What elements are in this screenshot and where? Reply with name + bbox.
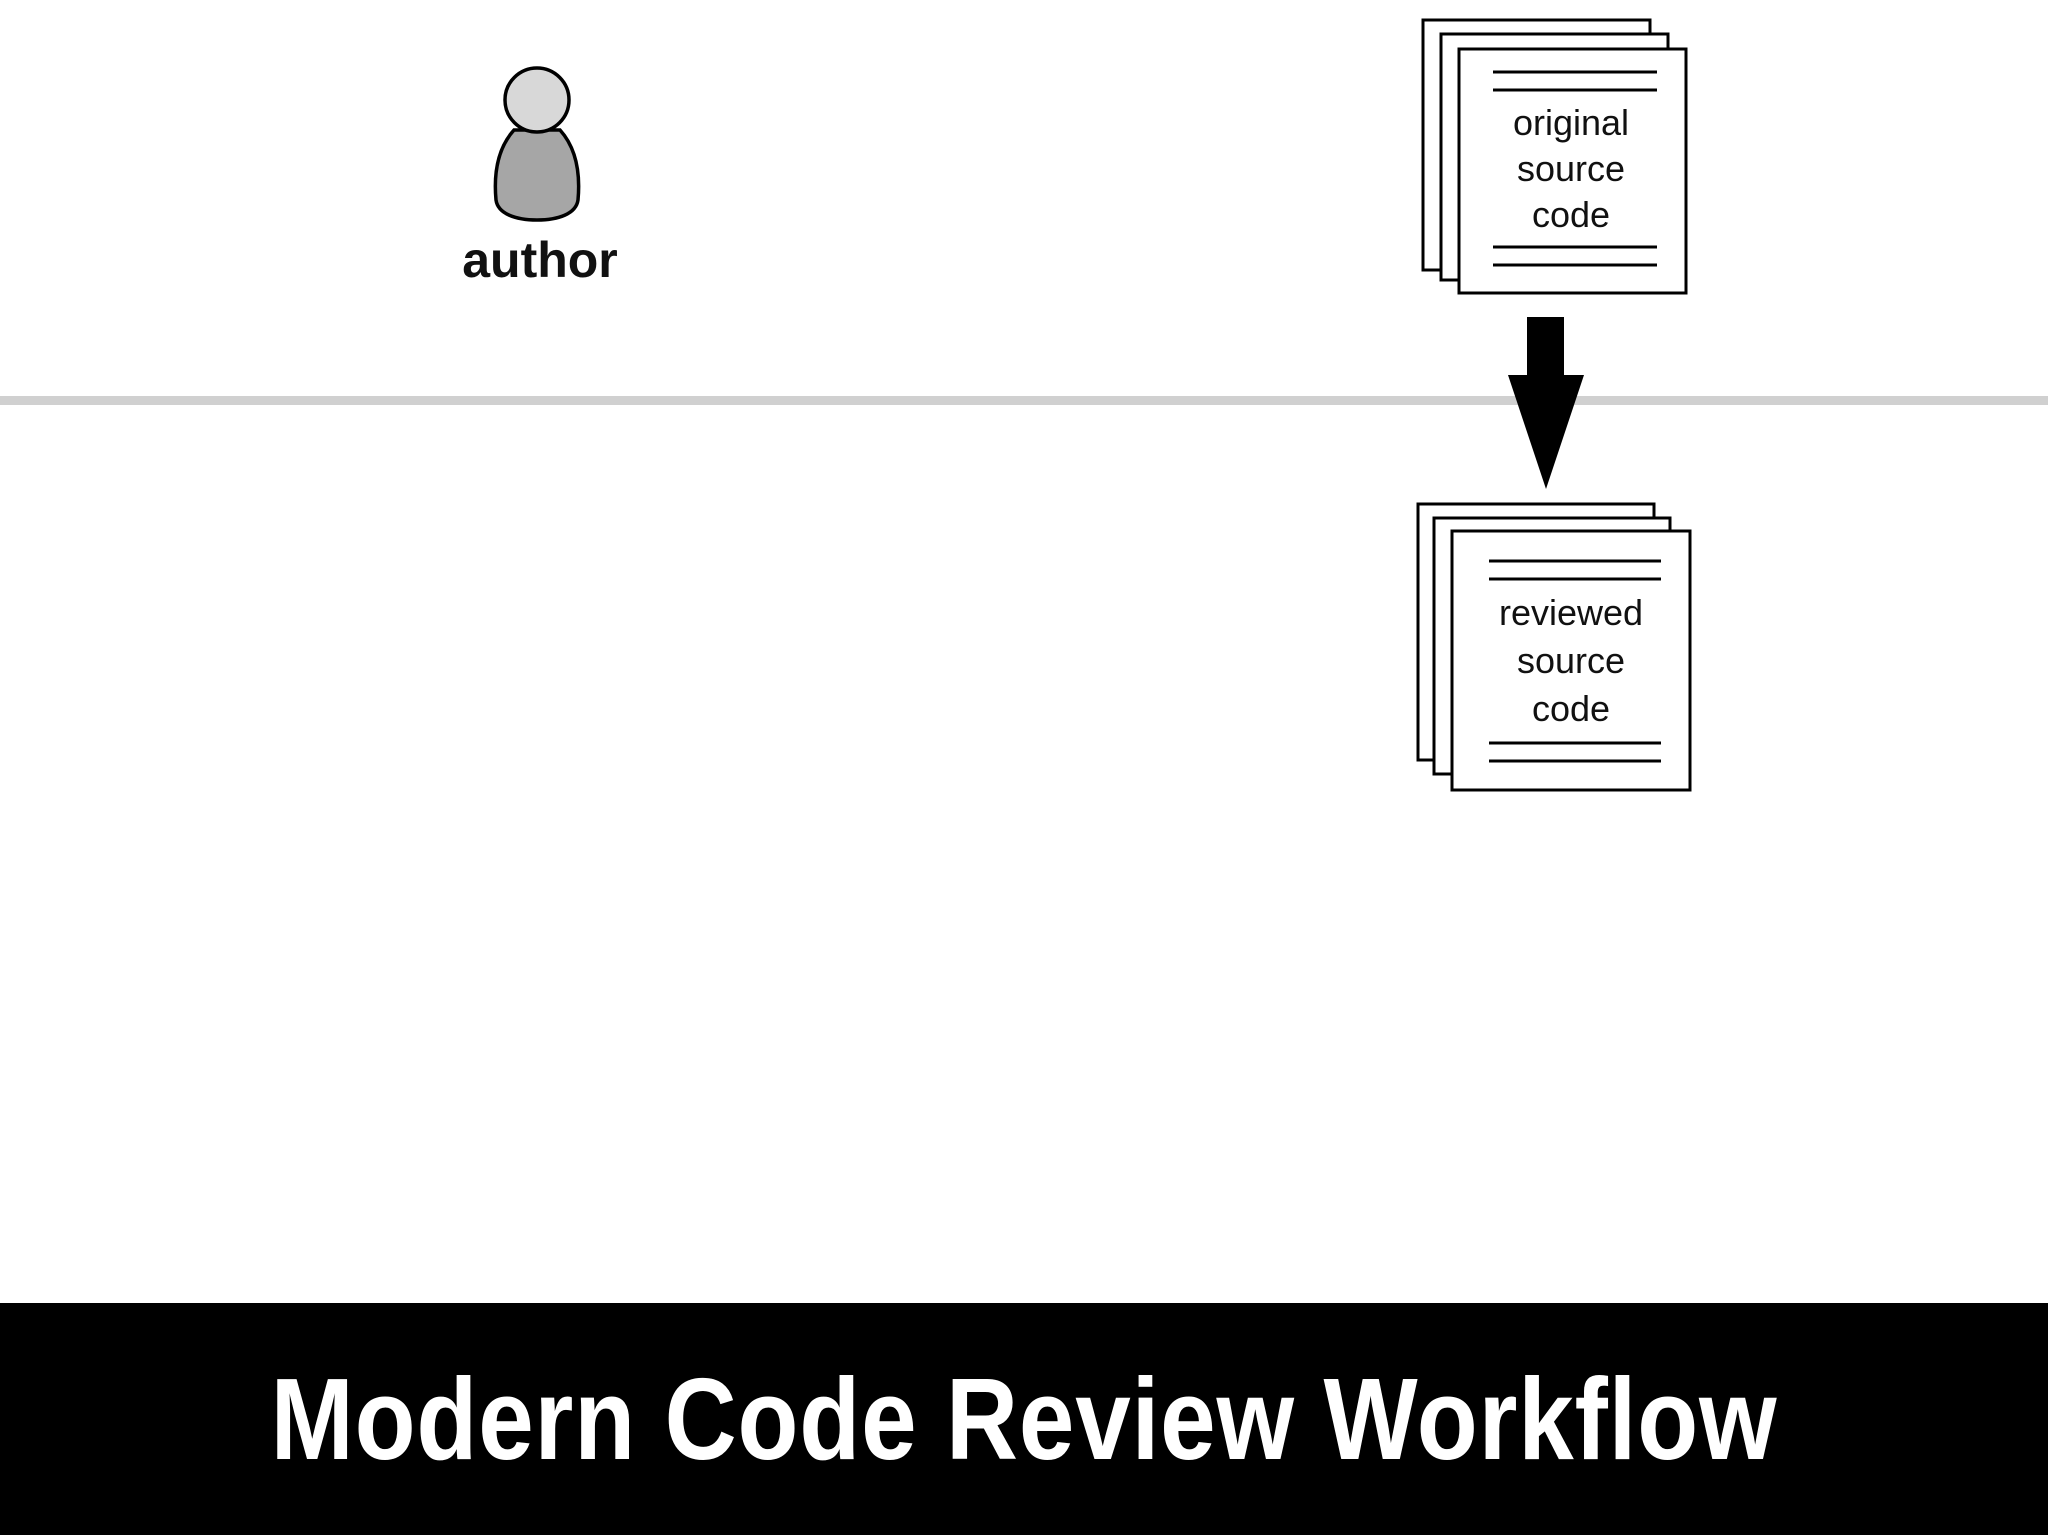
title-bar: Modern Code Review Workflow — [0, 1303, 2048, 1535]
lane-divider — [0, 396, 2048, 405]
person-icon — [493, 66, 581, 222]
reviewed-doc-line-2: source — [1517, 640, 1625, 681]
arrow-down-icon — [1508, 317, 1584, 489]
reviewed-doc-line-1: reviewed — [1499, 592, 1643, 633]
slide-title: Modern Code Review Workflow — [270, 1354, 1778, 1484]
document-stack-icon — [1421, 18, 1688, 295]
reviewed-source-code-document: reviewed source code — [1416, 502, 1692, 792]
reviewed-doc-line-3: code — [1532, 688, 1610, 729]
original-source-code-document: original source code — [1421, 18, 1688, 295]
original-doc-line-3: code — [1532, 194, 1610, 235]
author-label: author — [462, 232, 618, 288]
original-doc-line-2: source — [1517, 148, 1625, 189]
original-doc-line-1: original — [1513, 102, 1629, 143]
diagram-canvas: author original source code — [0, 18, 2048, 792]
author-actor: author — [462, 66, 618, 288]
document-stack-icon — [1416, 502, 1692, 792]
